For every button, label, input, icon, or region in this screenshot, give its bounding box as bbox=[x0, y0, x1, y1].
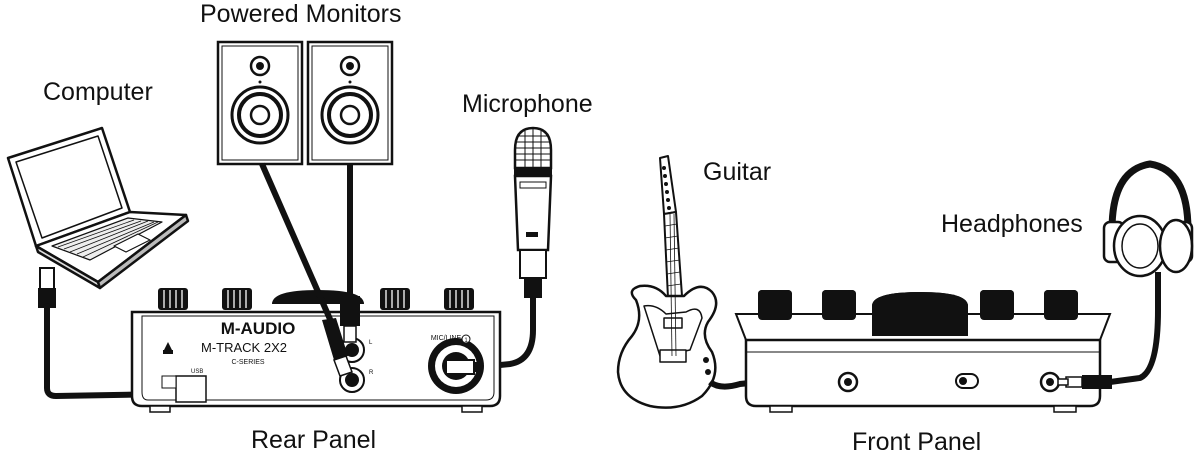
monitor-left bbox=[216, 40, 304, 166]
mic-line-label: MIC/LINE bbox=[431, 335, 462, 342]
usb-port-label: USB bbox=[191, 369, 203, 375]
microphone-illustration bbox=[469, 126, 553, 371]
computer-label: Computer bbox=[43, 78, 153, 106]
brand-text: M-AUDIO bbox=[221, 319, 296, 338]
guitar-illustration bbox=[616, 155, 718, 409]
laptop-illustration bbox=[6, 126, 190, 290]
headphones-label: Headphones bbox=[941, 210, 1083, 238]
headphone-cable bbox=[1057, 272, 1161, 389]
headphones-illustration bbox=[1102, 160, 1194, 278]
rear-panel-device: M-AUDIO M-TRACK 2X2 C-SERIES MIC/LINE 1 … bbox=[130, 288, 502, 413]
guitar-label: Guitar bbox=[703, 158, 772, 186]
model-text: M-TRACK 2X2 bbox=[201, 340, 287, 355]
output-right-label: R bbox=[369, 370, 374, 376]
speaker-cables bbox=[259, 162, 360, 377]
channel-number: 1 bbox=[464, 338, 468, 344]
model-sub-text: C-SERIES bbox=[231, 359, 264, 366]
front-panel-label: Front Panel bbox=[852, 428, 982, 456]
output-left-label: L bbox=[369, 340, 373, 346]
microphone-label: Microphone bbox=[462, 90, 593, 118]
monitor-right bbox=[306, 40, 394, 166]
front-panel-device bbox=[734, 290, 1112, 413]
rear-panel-label: Rear Panel bbox=[251, 426, 377, 454]
powered-monitors-label: Powered Monitors bbox=[200, 0, 402, 28]
